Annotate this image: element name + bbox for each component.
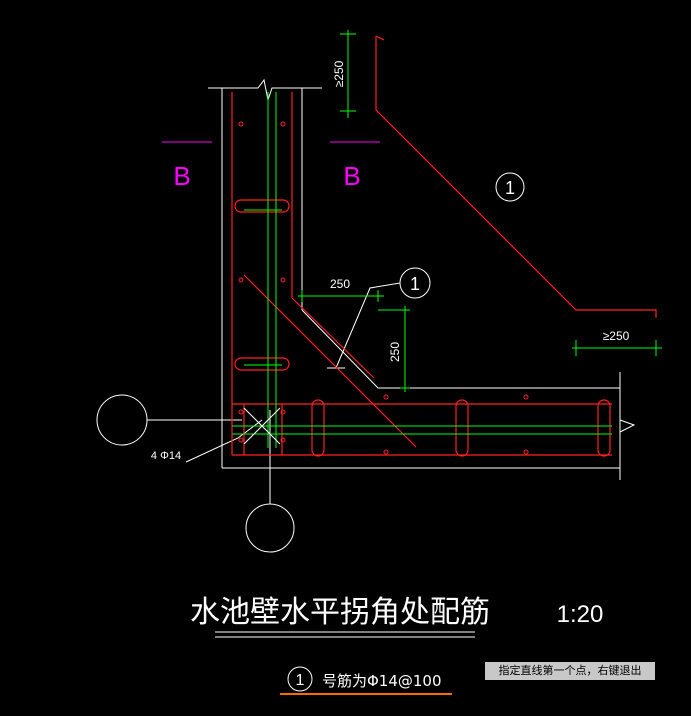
callout-top-number: 1 xyxy=(505,178,515,198)
dimension-horizontal: 250 xyxy=(330,277,350,291)
note-text: 号筋为Φ14@100 xyxy=(322,672,442,690)
dimension-top: ≥250 xyxy=(332,60,346,87)
command-prompt-tooltip: 指定直线第一个点，右键退出 xyxy=(485,662,655,680)
dimension-right: ≥250 xyxy=(603,329,630,343)
callout-mid-number: 1 xyxy=(410,274,420,294)
green-lines xyxy=(232,30,662,448)
rebar-dots xyxy=(238,121,529,455)
dimension-vertical: 250 xyxy=(388,342,402,362)
drawing-title: 水池壁水平拐角处配筋 xyxy=(190,595,490,630)
rebar-bundle-x xyxy=(243,407,281,445)
section-mark-right: B xyxy=(343,161,360,191)
section-mark-left: B xyxy=(173,161,190,191)
bar-label: 4 Φ14 xyxy=(151,450,181,462)
drawing-scale: 1:20 xyxy=(557,601,604,628)
note-number: 1 xyxy=(296,672,305,689)
rebar-lines xyxy=(231,35,657,457)
